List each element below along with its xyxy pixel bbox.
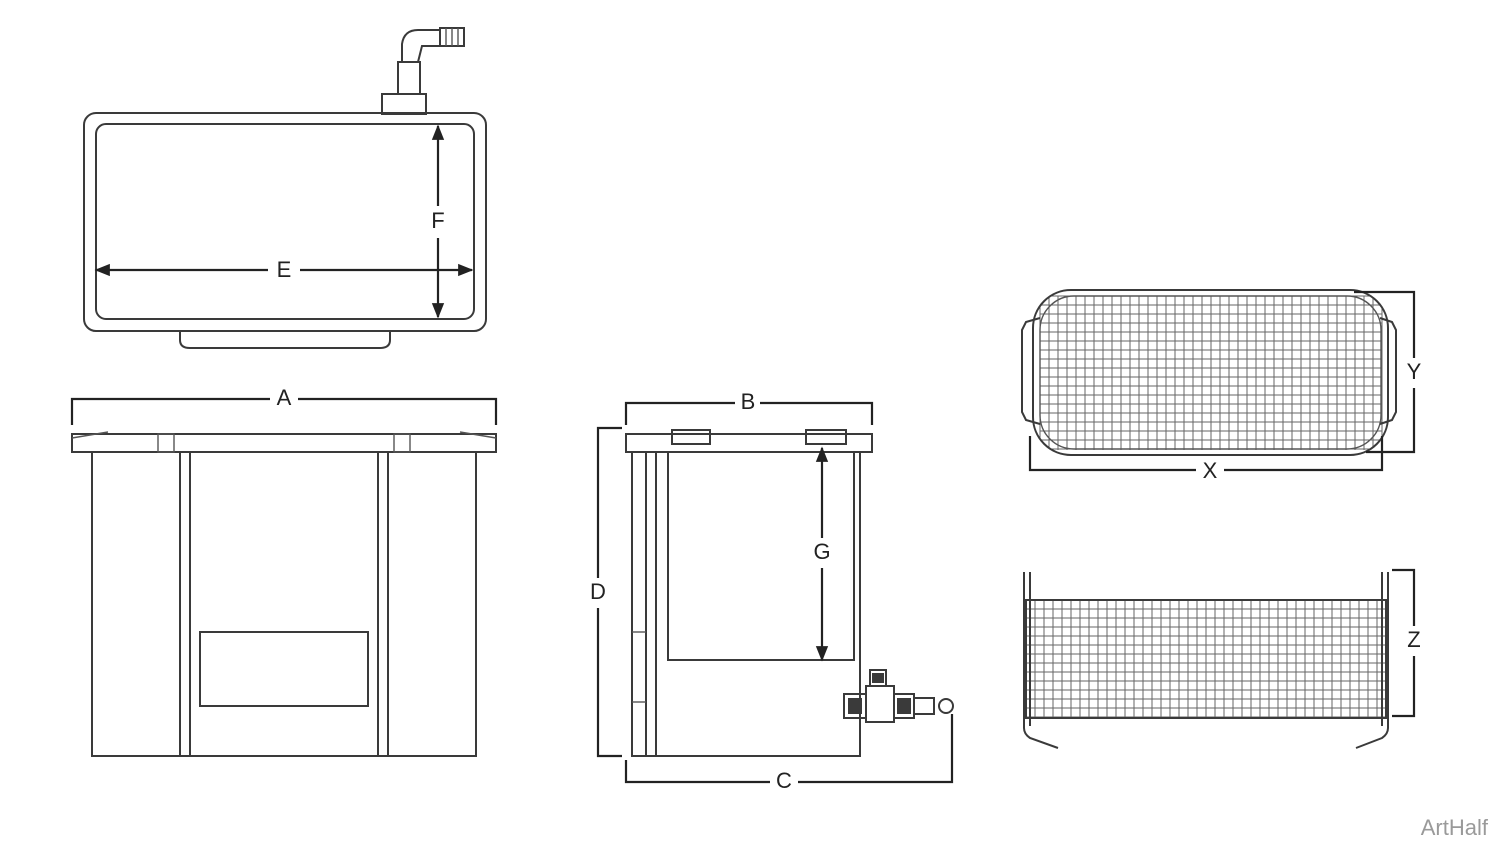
front-view-lid xyxy=(71,433,497,453)
basket-side-view: Z xyxy=(1023,568,1421,749)
dimension-label-a: A xyxy=(277,385,292,410)
front-view-body xyxy=(91,452,477,757)
top-view: E F xyxy=(83,27,487,349)
dimension-label-b: B xyxy=(741,389,756,414)
dimension-line-y xyxy=(1354,290,1416,454)
top-view-front-panel xyxy=(179,331,391,349)
dimension-line-z xyxy=(1392,568,1416,718)
drain-valve-icon xyxy=(843,669,954,723)
basket-top-rim xyxy=(1032,289,1389,456)
dimension-line-b xyxy=(624,401,874,425)
basket-side-mesh-frame xyxy=(1025,599,1387,719)
dimension-label-y: Y xyxy=(1407,359,1422,384)
dimension-label-d: D xyxy=(590,579,606,604)
top-view-inner-well xyxy=(95,123,475,320)
basket-right-leg xyxy=(1355,572,1389,749)
basket-left-handle xyxy=(1021,317,1041,425)
dimension-line-d xyxy=(596,426,622,758)
front-view-control-panel xyxy=(199,631,369,707)
dimension-label-c: C xyxy=(776,768,792,793)
dimension-label-e: E xyxy=(277,257,292,282)
dimension-line-x xyxy=(1028,436,1384,472)
side-view-inner-tank xyxy=(667,451,855,661)
basket-side-mesh xyxy=(1025,599,1387,718)
dimension-label-x: X xyxy=(1203,458,1218,483)
dimension-line-a xyxy=(70,397,498,425)
side-view-body xyxy=(631,452,861,757)
front-view: A xyxy=(70,385,498,757)
dimension-label-f: F xyxy=(431,208,444,233)
dimension-label-g: G xyxy=(813,539,830,564)
basket-top-mesh xyxy=(1039,295,1383,450)
top-view-outer-rim xyxy=(83,112,487,332)
basket-left-leg xyxy=(1023,572,1059,749)
drain-fitting-icon xyxy=(381,27,465,115)
side-view: B D G C xyxy=(590,389,954,793)
basket-top-view: X Y xyxy=(1021,289,1422,483)
basket-right-handle xyxy=(1379,317,1397,425)
dimension-label-z: Z xyxy=(1407,627,1420,652)
dimension-line-c xyxy=(624,714,954,784)
watermark: ArtHalf xyxy=(1420,815,1488,840)
